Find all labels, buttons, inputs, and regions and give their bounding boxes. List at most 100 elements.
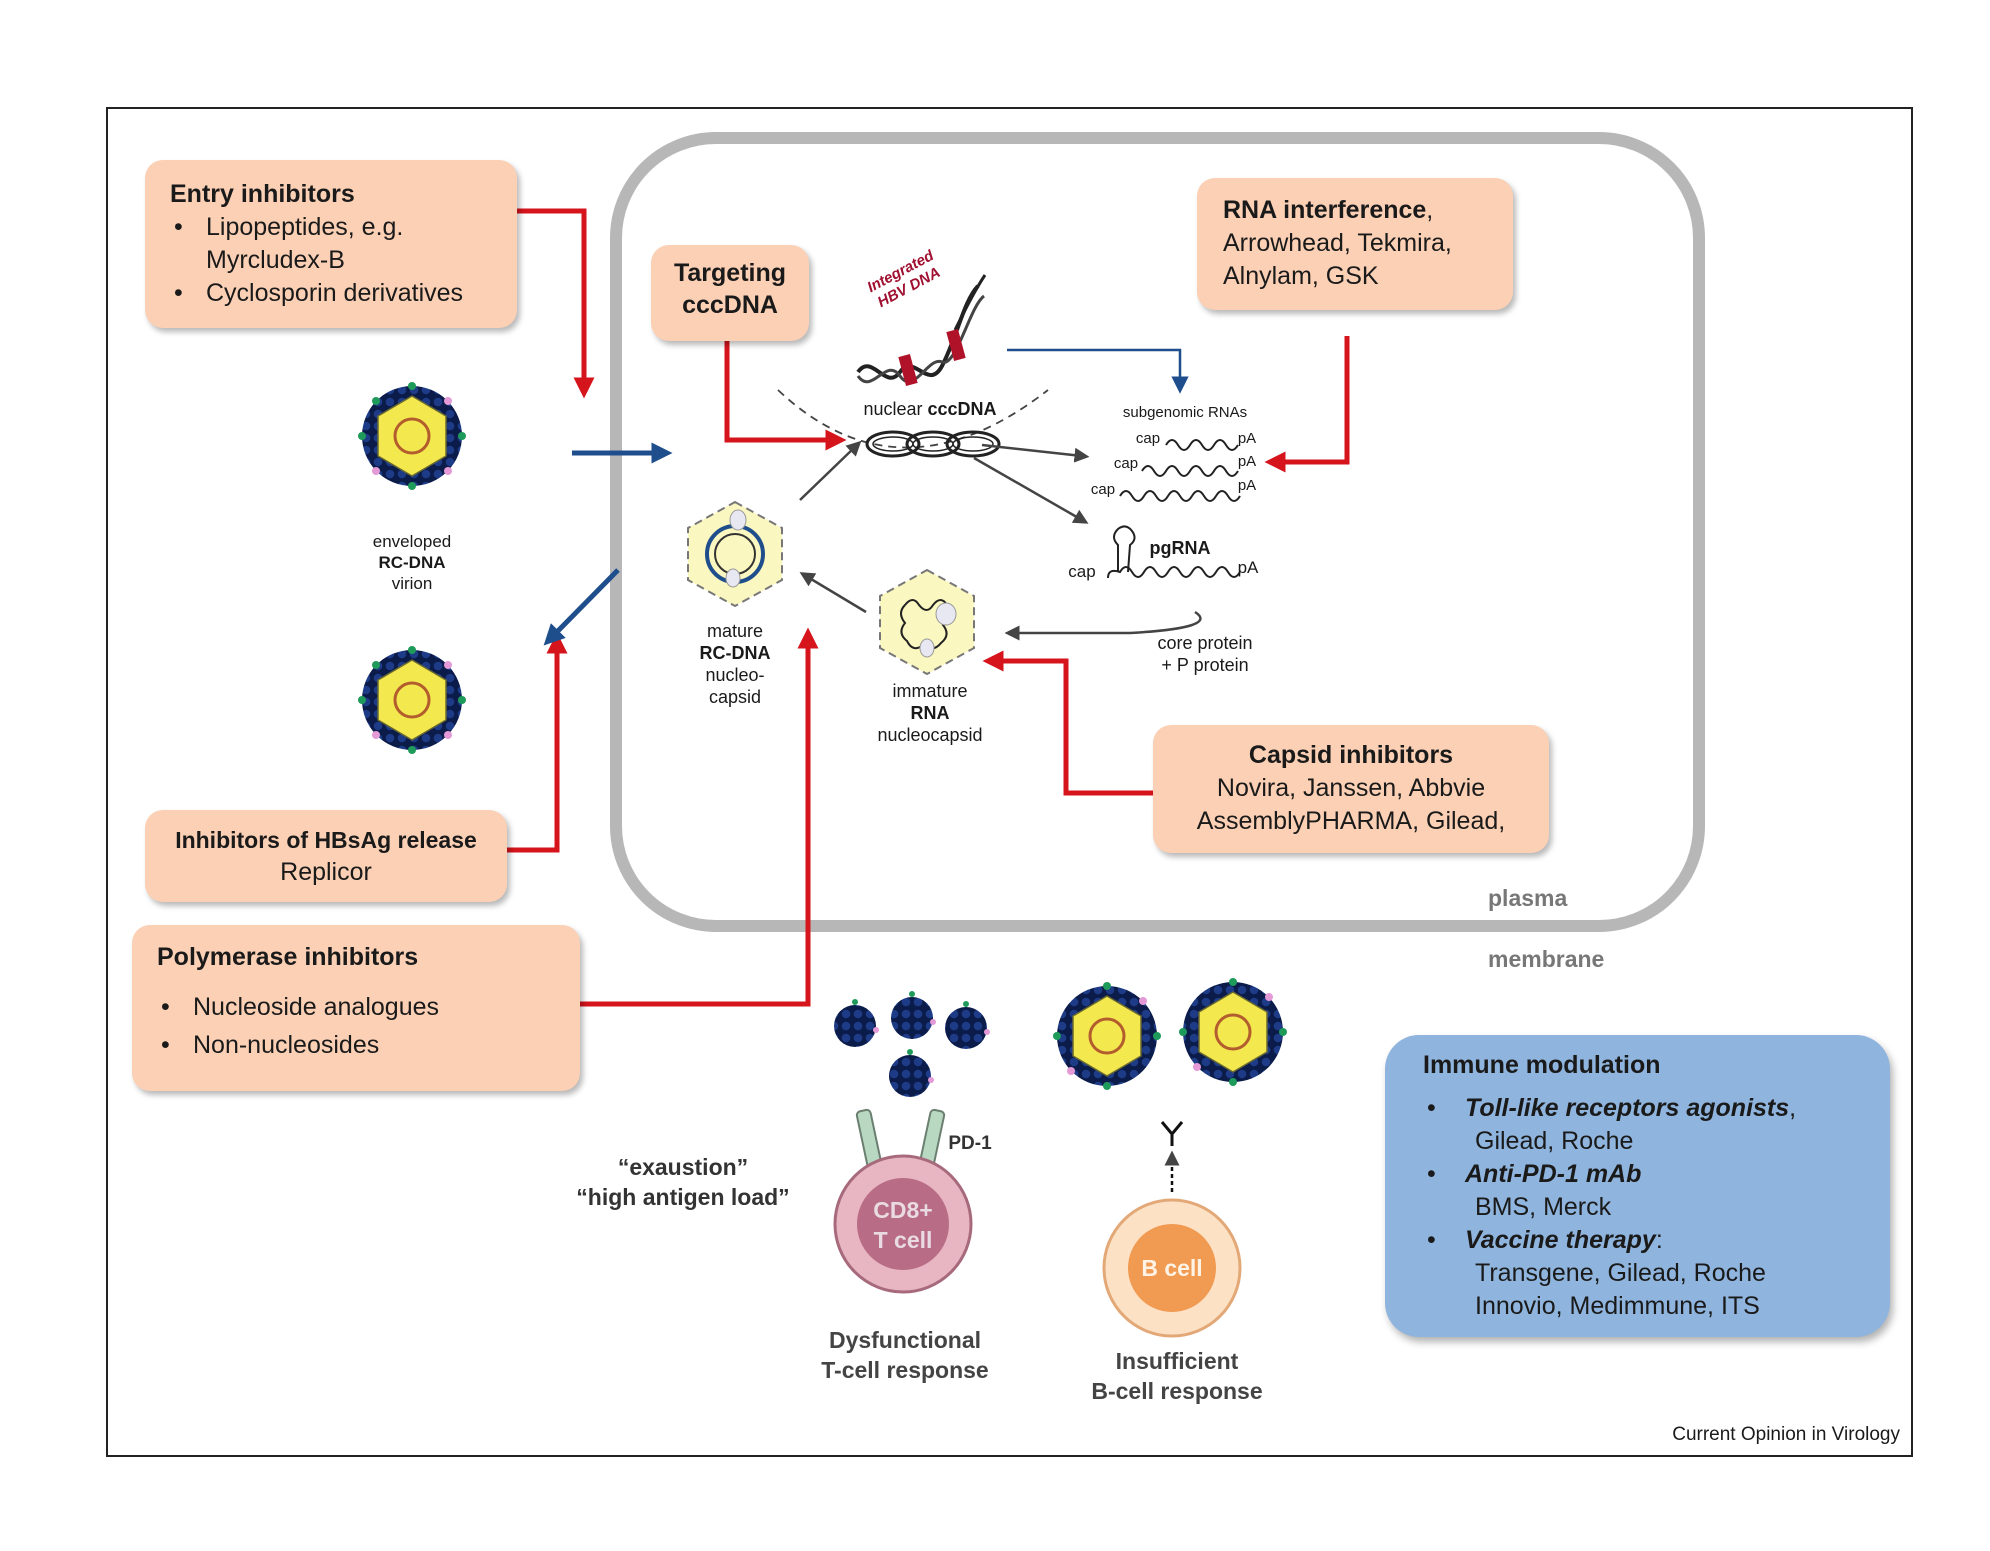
antibody-icon <box>1160 1121 1184 1146</box>
immune-item-1-suffix: , <box>1789 1094 1797 1122</box>
capsid-inhibitors-box: Capsid inhibitors Novira, Janssen, Abbvi… <box>1153 725 1549 853</box>
mature-nucleocapsid-icon <box>687 500 783 608</box>
dys-line2: T-cell response <box>821 1357 989 1383</box>
entry-inhibitors-box: Entry inhibitors Lipopeptides, e.g. Myrc… <box>145 160 517 328</box>
integrated-dna-icon <box>856 274 987 387</box>
targeting-line1: Targeting <box>673 259 787 287</box>
hbsag-release-box: Inhibitors of HBsAg release Replicor <box>145 810 507 902</box>
nuclear-cccdna-label: nuclear cccDNA <box>830 399 1030 421</box>
env-line2: RC-DNA <box>378 553 446 572</box>
rna-interference-box: RNA interference, Arrowhead, Tekmira, Al… <box>1197 178 1513 310</box>
subviral-particles-icon <box>834 991 990 1097</box>
enveloped-virion-label: enveloped RC-DNA virion <box>352 531 472 594</box>
immature-nucleocapsid-label: immature RNA nucleocapsid <box>860 680 1000 746</box>
rnai-title-suffix: , <box>1426 196 1434 224</box>
cap-label-1: cap <box>1135 430 1161 447</box>
immune-modulation-box: Immune modulation Toll-like receptors ag… <box>1385 1035 1890 1337</box>
immune-item-3: Vaccine therapy: Transgene, Gilead, Roch… <box>1423 1224 1870 1323</box>
pgrna-label: pgRNA <box>1149 538 1211 558</box>
ins-line2: B-cell response <box>1091 1378 1263 1404</box>
env-line3: virion <box>391 574 433 593</box>
immune-title: Immune modulation <box>1423 1051 1661 1079</box>
cd8-line1: CD8+ <box>873 1197 933 1223</box>
immune-item-1: Toll-like receptors agonists, Gilead, Ro… <box>1423 1092 1870 1158</box>
mature-line3: nucleo- <box>705 665 765 685</box>
core-line1: core protein <box>1157 633 1253 653</box>
immature-line3: nucleocapsid <box>877 725 983 745</box>
subgenomic-rna-icons <box>1119 439 1241 502</box>
entry-inhibitor-arrow <box>514 208 595 399</box>
mature-line2: RC-DNA <box>699 643 771 663</box>
polymerase-item-1: Nucleoside analogues <box>157 988 560 1026</box>
dys-line1: Dysfunctional <box>828 1327 982 1353</box>
mature-nucleocapsid-label: mature RC-DNA nucleo- capsid <box>680 620 790 708</box>
plasma-label: plasma <box>1488 885 1568 911</box>
capsid-title: Capsid inhibitors <box>1248 741 1454 769</box>
immune-item-2: Anti-PD-1 mAb BMS, Merck <box>1423 1158 1870 1224</box>
pa-label-1: pA <box>1237 430 1257 447</box>
to-subgenomic-arrow <box>981 443 1090 463</box>
cd8-line2: T cell <box>873 1227 933 1253</box>
immune-item-1-detail: Gilead, Roche <box>1475 1127 1634 1155</box>
cd8-t-cell-label: CD8+ T cell <box>850 1195 956 1255</box>
cccdna-rings-icon <box>865 430 1001 458</box>
entry-inhibitors-title: Entry inhibitors <box>170 180 355 208</box>
immature-nucleocapsid-icon <box>879 568 975 676</box>
immune-item-1-name: Toll-like receptors agonists <box>1465 1094 1790 1122</box>
immune-item-2-name: Anti-PD-1 mAb <box>1465 1160 1642 1188</box>
polymerase-inhibitor-arrow <box>577 627 819 1007</box>
hbsag-title: Inhibitors of HBsAg release <box>175 827 477 853</box>
virion-icon <box>1179 978 1287 1086</box>
membrane-label: membrane <box>1488 946 1605 972</box>
pgrna-icon <box>1107 525 1241 579</box>
pd1-label: PD-1 <box>948 1133 992 1154</box>
entry-item-1: Lipopeptides, e.g. <box>170 211 497 244</box>
plasma-membrane <box>610 132 1705 932</box>
polymerase-inhibitors-box: Polymerase inhibitors Nucleoside analogu… <box>132 925 580 1091</box>
virion-icon <box>1053 982 1161 1090</box>
immune-item-3-suffix: : <box>1655 1226 1663 1254</box>
immature-line2: RNA <box>910 703 950 723</box>
mature-line1: mature <box>706 621 764 641</box>
core-line2: + P protein <box>1161 655 1249 675</box>
b-cell-icon <box>1102 1198 1242 1338</box>
hbsag-line2: Replicor <box>280 858 372 886</box>
immune-item-3-name: Vaccine therapy <box>1465 1226 1656 1254</box>
rnai-title: RNA interference <box>1223 196 1427 224</box>
to-pgrna-arrow <box>973 456 1089 524</box>
nuclear-prefix: nuclear <box>863 399 928 419</box>
hbsag-release-arrow <box>504 632 568 853</box>
insufficient-b-cell-label: Insufficient B-cell response <box>1062 1346 1292 1406</box>
core-protein-label: core protein + P protein <box>1135 632 1275 676</box>
cd8-t-cell-icon <box>833 1154 973 1294</box>
b-cell-label: B cell <box>1141 1255 1203 1281</box>
capsid-line2: Novira, Janssen, Abbvie <box>1216 774 1486 802</box>
virion-release-arrow <box>543 568 620 646</box>
pgrna-cap-label: cap <box>1068 562 1096 581</box>
rnai-line3: Alnylam, GSK <box>1223 262 1379 290</box>
env-line1: enveloped <box>372 532 452 551</box>
ins-line1: Insufficient <box>1115 1348 1239 1374</box>
packaging-arrow <box>1004 610 1202 641</box>
pa-label-2: pA <box>1237 453 1257 470</box>
pa-label-3: pA <box>1237 477 1257 494</box>
rnai-line2: Arrowhead, Tekmira, <box>1223 229 1452 257</box>
nuclear-bold: cccDNA <box>927 399 997 419</box>
exhaustion-line1: “exaustion” <box>617 1154 749 1180</box>
cap-label-3: cap <box>1090 481 1116 498</box>
journal-credit: Current Opinion in Virology <box>1672 1424 1900 1445</box>
polymerase-item-2: Non-nucleosides <box>157 1026 560 1064</box>
pgrna-pa-label: pA <box>1237 558 1259 577</box>
immune-item-3-detail-1: Transgene, Gilead, Roche <box>1475 1259 1766 1287</box>
mature-line4: capsid <box>708 687 762 707</box>
immune-item-3-detail-2: Innovio, Medimmune, ITS <box>1475 1292 1760 1320</box>
virion-icon <box>358 646 466 754</box>
figure-frame <box>106 107 1913 1457</box>
maturation-arrow <box>799 572 867 614</box>
exhaustion-label: “exaustion” “high antigen load” <box>548 1152 818 1212</box>
cccdna-target-arrow <box>724 340 847 451</box>
dysfunctional-t-cell-label: Dysfunctional T-cell response <box>790 1325 1020 1385</box>
virion-icon <box>358 382 466 490</box>
